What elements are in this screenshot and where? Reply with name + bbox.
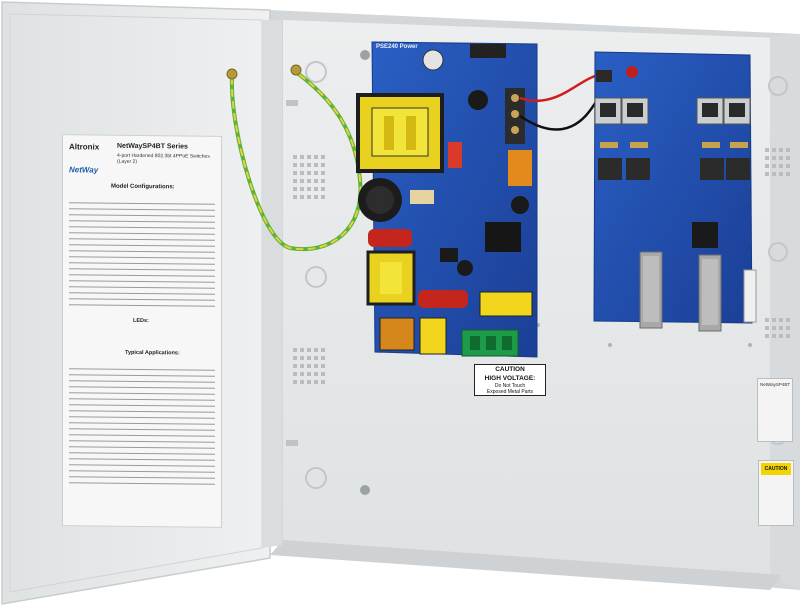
label-brand: Altronix — [69, 142, 100, 152]
caution-title-2: HIGH VOLTAGE: — [484, 375, 536, 382]
board-label: PSE240 Power — [376, 44, 418, 50]
label-series: NetWaySP4BT Series — [117, 142, 188, 151]
caution-high-voltage-label: CAUTION HIGH VOLTAGE: Do Not Touch Expos… — [474, 364, 546, 396]
power-supply-board — [356, 41, 538, 358]
door-instruction-label: Altronix NetWaySP4BT Series 4-port Harde… — [62, 134, 222, 528]
sfp-port-icon — [639, 251, 722, 332]
mounting-holes — [286, 50, 370, 495]
label-leds: LEDs: — [133, 317, 149, 325]
side-label-text: NetWaySP4BT — [760, 382, 791, 387]
label-app-lines — [69, 363, 215, 490]
side-product-label: NetWaySP4BT — [757, 378, 793, 442]
vent-slots-upper — [293, 155, 325, 199]
caution-line-2: Exposed Metal Parts — [486, 389, 534, 395]
vent-slots-lower — [293, 348, 325, 384]
vent-slots-right — [765, 148, 790, 338]
ground-wire — [229, 70, 363, 252]
caution-line-1: Do Not Touch — [494, 383, 526, 389]
label-subtitle: 4-port Hardened 802.3bt 4PPoE Switches (… — [117, 152, 210, 165]
caution-title-1: CAUTION — [495, 366, 525, 373]
label-model-configurations: Model Configurations: — [111, 183, 175, 191]
ground-lug-icon — [226, 64, 302, 80]
caution-warning-icon: CAUTION — [761, 463, 791, 475]
side-caution-label: CAUTION — [758, 460, 794, 526]
label-logo: NetWay — [69, 165, 99, 175]
network-switch-board — [593, 51, 757, 332]
label-table-lines — [69, 197, 215, 312]
side-caution-text: CAUTION — [764, 466, 788, 472]
label-typical-applications: Typical Applications: — [125, 349, 180, 357]
rj45-port-icon — [594, 97, 751, 125]
